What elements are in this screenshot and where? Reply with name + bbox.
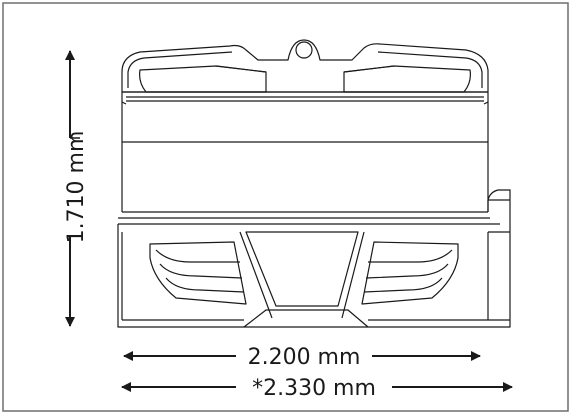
width-alt-label: *2.330 mm <box>252 376 376 401</box>
width-label: 2.200 mm <box>248 345 361 370</box>
canopy-badge <box>295 41 313 59</box>
grille-left-slat-2 <box>159 263 243 279</box>
base-grille-right <box>361 241 459 305</box>
side-unit <box>487 189 511 224</box>
canopy-vent-right-line <box>343 65 395 73</box>
grille-left-slat-1 <box>155 249 240 263</box>
canopy-inner-edge-right <box>377 51 483 88</box>
height-label: 1.710 mm <box>64 131 89 244</box>
base-grille-left <box>149 241 247 305</box>
base-center-panel <box>245 231 359 307</box>
base-foot-center <box>243 309 369 328</box>
canopy-vent-left <box>139 65 267 93</box>
grille-right-slat-3 <box>363 277 443 293</box>
canopy-body <box>118 102 500 225</box>
height-dimension: 1.710 mm <box>64 50 89 327</box>
canopy <box>121 39 489 105</box>
base-unit <box>117 224 511 328</box>
canopy-shell <box>121 39 489 93</box>
canopy-vent-left-line <box>215 65 267 73</box>
base-center-lines <box>239 231 365 319</box>
canopy-corners <box>121 92 489 105</box>
grille-right-slat-2 <box>365 263 449 279</box>
width-alt-dimension: *2.330 mm <box>121 376 513 401</box>
canopy-vent-right <box>343 65 471 93</box>
grille-right-slat-1 <box>368 249 453 263</box>
side-unit-outline <box>487 189 511 224</box>
canopy-inner-edge-left <box>127 51 233 88</box>
grille-left-slat-3 <box>165 277 245 293</box>
width-dimension: 2.200 mm <box>123 345 481 370</box>
base-outline <box>117 224 511 328</box>
